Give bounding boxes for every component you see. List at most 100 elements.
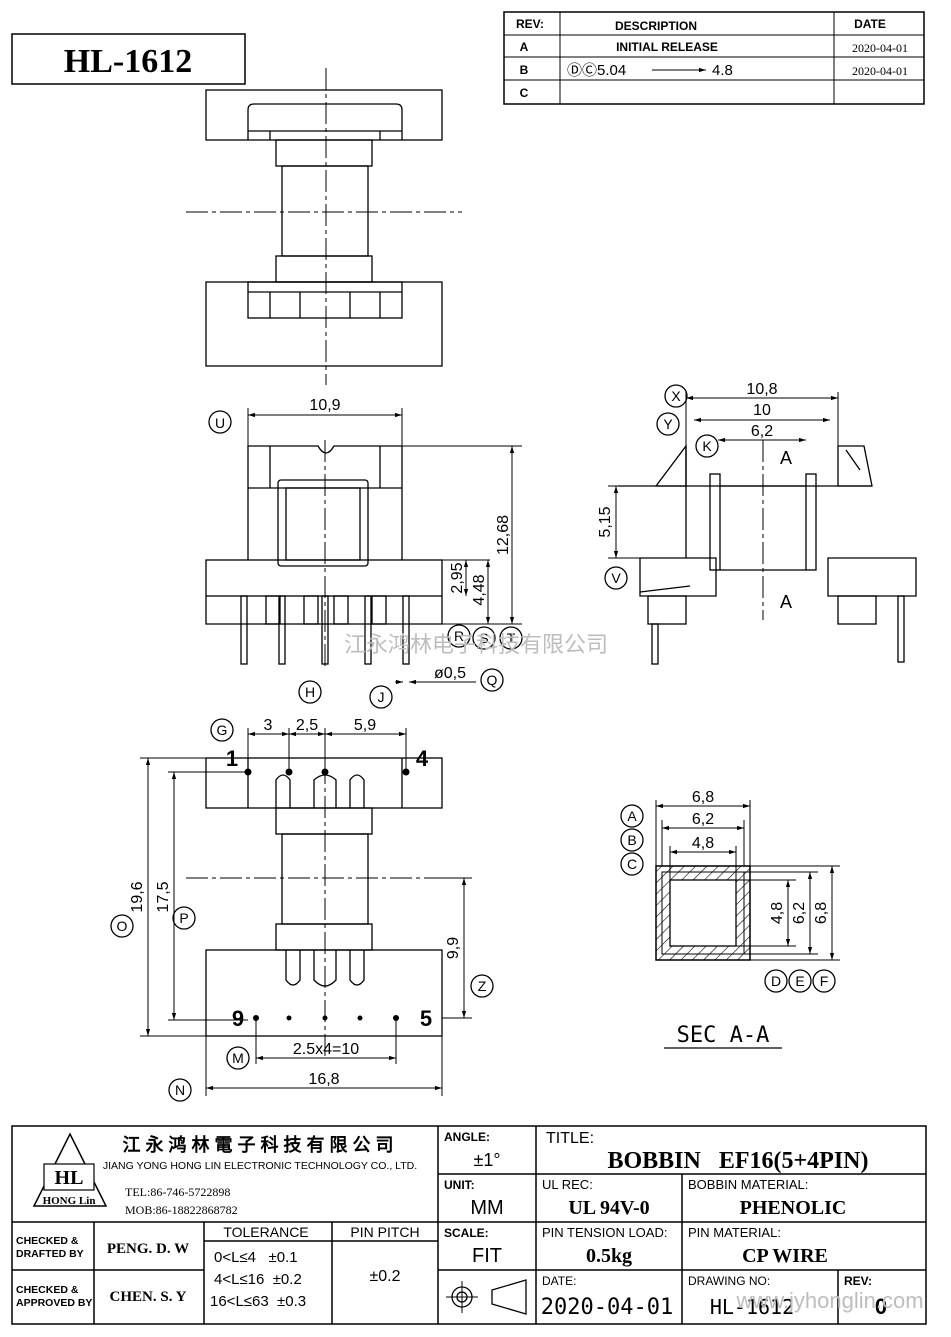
dim-side-5-15: 5,15: [597, 506, 614, 537]
tolerance-row-1: 0<L≤4 ±0.1: [214, 1249, 298, 1266]
date-header: DATE: [854, 17, 886, 31]
dim-side-6-2: 6,2: [751, 423, 773, 440]
rev-b-date: 2020-04-01: [852, 64, 908, 78]
title-block-text: 江 永 鸿 林 電 子 科 技 有 限 公 司 JIANG YONG HONG …: [16, 1130, 924, 1320]
checked-approved-label: CHECKED &: [16, 1284, 79, 1296]
material-value: PHENOLIC: [740, 1197, 847, 1219]
label-y: Y: [663, 416, 673, 432]
drawing-no-value: HL-1612: [710, 1295, 794, 1319]
part-number: HL-1612: [64, 43, 192, 80]
label-s: S: [479, 630, 488, 646]
scale-value: FIT: [472, 1245, 502, 1267]
drawing-no-label: DRAWING NO:: [688, 1274, 770, 1288]
label-o: O: [117, 918, 128, 934]
label-k: K: [702, 438, 712, 454]
label-z: Z: [478, 978, 487, 994]
section-a-a-labels: A B C D E F 6,8 6,2 4,8 4,8 6,2 6,8 SEC …: [627, 789, 830, 1048]
pin-label-9: 9: [232, 1006, 244, 1031]
revision-table: REV: DESCRIPTION DATE A INITIAL RELEASE …: [503, 11, 925, 105]
label-m: M: [232, 1050, 244, 1066]
dim-bottom-pitch: 2.5x4=10: [293, 1041, 359, 1058]
rev-header: REV:: [516, 17, 544, 31]
front-view: [205, 408, 523, 709]
rev-a-date: 2020-04-01: [852, 41, 908, 55]
dim-side-10-8: 10,8: [746, 381, 777, 398]
label-h: H: [305, 684, 315, 700]
projection-symbol: [446, 1279, 527, 1315]
rev-c: C: [520, 86, 529, 100]
watermark: 江永鸿林电子科技有限公司: [344, 632, 608, 657]
dim-side-10: 10: [753, 402, 771, 419]
part-number-box: HL-1612: [11, 33, 246, 85]
checked-drafted-value: PENG. D. W: [107, 1241, 189, 1257]
title-label: TITLE:: [546, 1130, 594, 1147]
dim-front-width: 10,9: [309, 397, 340, 414]
label-f: F: [820, 973, 829, 989]
title-block-frame: [11, 1125, 927, 1325]
company-mob: MOB:86-18822868782: [125, 1203, 238, 1217]
label-p: P: [179, 910, 188, 926]
dim-sec-6-2-side: 6,2: [791, 902, 808, 924]
tolerance-row-2: 4<L≤16 ±0.2: [214, 1271, 302, 1288]
dim-front-b: 4,48: [471, 574, 488, 605]
label-d: D: [771, 973, 781, 989]
pin-material-value: CP WIRE: [742, 1245, 828, 1267]
rev-b: B: [520, 63, 529, 77]
date-label: DATE:: [542, 1274, 576, 1288]
unit-value: MM: [470, 1197, 503, 1219]
pin-label-5: 5: [420, 1006, 432, 1031]
company-cn: 江 永 鸿 林 電 子 科 技 有 限 公 司: [122, 1134, 393, 1155]
dim-bottom-19-6: 19,6: [129, 881, 146, 912]
label-t: T: [507, 630, 516, 646]
dim-sec-4-8-top: 4,8: [692, 835, 714, 852]
rev-value: 0: [875, 1294, 887, 1319]
angle-label: ANGLE:: [444, 1130, 490, 1144]
logo-text: HONG Lin: [43, 1195, 96, 1207]
dim-bottom-5-9: 5,9: [354, 717, 376, 734]
section-mark-top: A: [780, 448, 792, 468]
label-u: U: [215, 415, 225, 431]
section-title: SEC A-A: [677, 1023, 770, 1048]
rev-b-description-prefix: ⒹⒸ5.04: [567, 62, 626, 79]
company-en: JIANG YONG HONG LIN ELECTRONIC TECHNOLOG…: [103, 1160, 417, 1172]
dim-sec-6-2-top: 6,2: [692, 811, 714, 828]
bottom-view-labels: H G O P Z M N 3 2,5 5,9 19,6 17,5 9,9 2.…: [117, 684, 487, 1098]
rev-label: REV:: [844, 1274, 872, 1288]
pin-label-1: 1: [226, 746, 238, 771]
angle-value: ±1°: [473, 1150, 500, 1170]
rev-a-description: INITIAL RELEASE: [616, 40, 718, 54]
pin-material-label: PIN MATERIAL:: [688, 1225, 781, 1240]
dim-front-a: 2,95: [449, 562, 466, 593]
dim-sec-6-8-top: 6,8: [692, 789, 714, 806]
section-a-a: [620, 800, 840, 1049]
date-value: 2020-04-01: [541, 1295, 673, 1320]
checked-drafted-label-2: DRAFTED BY: [16, 1248, 84, 1260]
dim-pin-diameter: ø0,5: [434, 665, 466, 682]
label-v: V: [611, 570, 621, 586]
dim-sec-6-8-side: 6,8: [813, 902, 830, 924]
rev-b-description-suffix: 4.8: [712, 62, 733, 79]
tolerance-label: TOLERANCE: [223, 1224, 308, 1240]
dim-front-height: 12,68: [495, 515, 512, 555]
side-view: [604, 384, 917, 665]
checked-approved-value: CHEN. S. Y: [110, 1289, 187, 1305]
dim-bottom-2-5: 2,5: [296, 717, 318, 734]
label-n: N: [175, 1082, 185, 1098]
side-view-labels: X Y K V 10,8 10 6,2 5,15 A A: [597, 381, 792, 612]
checked-approved-label-2: APPROVED BY: [16, 1297, 92, 1309]
svg-text:HL: HL: [55, 1167, 84, 1189]
bottom-view: [110, 680, 494, 1102]
material-label: BOBBIN MATERIAL:: [688, 1177, 808, 1192]
label-b: B: [627, 832, 636, 848]
scale-label: SCALE:: [444, 1226, 489, 1240]
label-j: J: [378, 689, 385, 705]
checked-drafted-label: CHECKED &: [16, 1235, 79, 1247]
label-q: Q: [487, 672, 498, 688]
description-header: DESCRIPTION: [615, 19, 697, 33]
label-c: C: [627, 856, 637, 872]
label-x: X: [671, 388, 681, 404]
bottom-view-pins: [244, 768, 410, 1021]
section-mark-bottom: A: [780, 592, 792, 612]
ul-value: UL 94V-0: [568, 1197, 649, 1219]
